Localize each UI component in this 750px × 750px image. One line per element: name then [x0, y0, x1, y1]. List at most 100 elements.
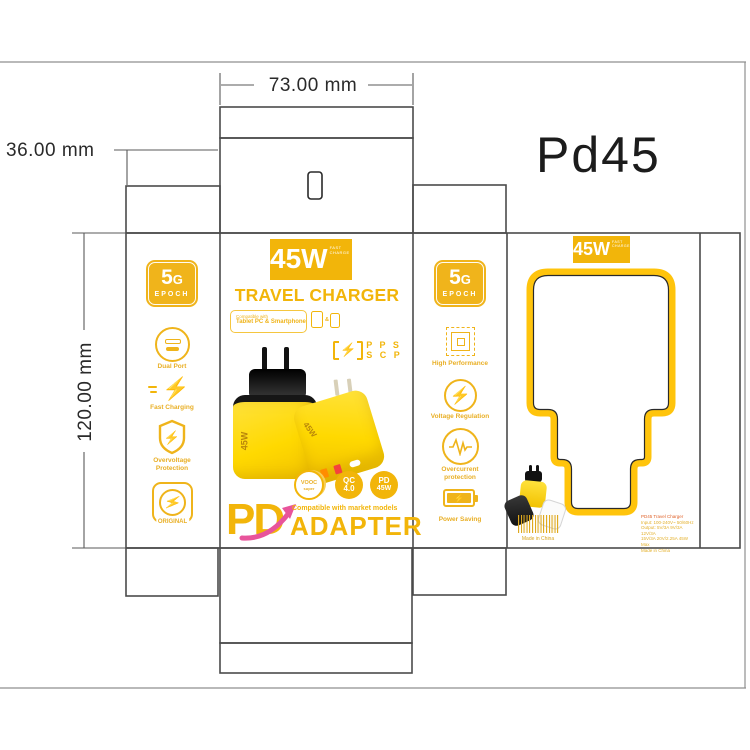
feature-label-original: ORIGINAL: [155, 519, 190, 525]
pink-swoosh-arrow: [239, 504, 296, 541]
badge-pd45-line2: 45W: [376, 485, 392, 493]
protocol-line1: P P S: [366, 340, 402, 350]
original-badge-circle: ⚡: [159, 489, 186, 516]
bolt-icon: ⚡: [449, 385, 472, 405]
model-title: Pd45: [536, 127, 661, 183]
dual-port-icon: [155, 327, 190, 362]
badge-pd45: PD 45W: [370, 471, 398, 499]
badge-vooc-line1: VOOC: [300, 479, 318, 486]
feature-label-line: Protection: [155, 464, 189, 472]
power-saving-battery-icon: ⚡: [443, 489, 478, 507]
feature-label-high-performance: High Performance: [432, 360, 488, 367]
feature-label-dual-port: Dual Port: [157, 363, 187, 370]
brand-tagline: Compatible with market models: [292, 505, 398, 512]
feature-label-line: Overvoltage: [153, 457, 191, 464]
badge-5g-word: EPOCH: [154, 291, 190, 298]
badge-qc: QC 4.0: [335, 471, 363, 499]
chip-core: [456, 337, 465, 346]
overvoltage-shield-icon: ⚡: [157, 419, 187, 455]
back-wattage-value: 45W: [573, 239, 611, 259]
feature-label-voltage-regulation: Voltage Regulation: [430, 413, 490, 420]
voltage-regulation-icon: ⚡: [444, 379, 477, 412]
badge-5g-digit: 5: [449, 266, 461, 289]
feature-label-overvoltage: Overvoltage Protection: [130, 457, 214, 472]
mini-plug-body: [525, 471, 542, 482]
chip-mid: [451, 332, 470, 351]
ampersand-label: &: [325, 317, 329, 323]
compatibility-line1: Compatible with: [236, 313, 269, 319]
pps-scp-logo: ⚡ P P S S C P: [333, 340, 402, 360]
hang-hole: [307, 171, 323, 200]
fine-print-block: PD45 Travel Charger Input: 100-240V~ 50/…: [641, 514, 697, 553]
front-wattage-note: FAST CHARGE: [329, 245, 350, 255]
barcode: [518, 515, 559, 533]
fine-print-line: 15V/3A 20V/2.25A 45W Max: [641, 536, 689, 547]
feature-label-fast-charging: Fast Charging: [150, 404, 194, 411]
battery-nub: [474, 495, 478, 502]
usb-port-slot: [164, 338, 181, 344]
eu-plug-pin: [284, 347, 289, 371]
badge-5g-word: EPOCH: [442, 291, 478, 298]
badge-vooc: VOOC super: [294, 470, 324, 500]
feature-label-power-saving: Power Saving: [438, 516, 482, 523]
fine-print-line: Input: 100-240V~ 50/60Hz: [641, 519, 694, 525]
dimension-height-label: 120.00 mm: [75, 342, 96, 442]
front-title: TRAVEL CHARGER: [234, 285, 400, 305]
overcurrent-waveform-icon: [442, 428, 479, 465]
dimension-depth-label: 36.00 mm: [6, 140, 95, 161]
badge-5g-epoch-left: 5G EPOCH: [146, 260, 198, 307]
bracket-right: [357, 340, 364, 360]
brand-pd: PD: [226, 495, 285, 544]
fine-print-line: Made in China: [641, 547, 671, 553]
usb-port-slot: [166, 346, 179, 351]
smartphone-icon: [330, 313, 340, 328]
eu-plug-body: [249, 369, 306, 399]
mini-plug-pin: [536, 465, 539, 472]
badge-qc-line1: QC: [343, 475, 355, 485]
badge-5g-epoch-right: 5G EPOCH: [434, 260, 486, 307]
front-wattage-value: 45W: [270, 243, 328, 274]
charger-wattage-print: 45W: [301, 420, 319, 440]
eu-plug-pin: [262, 347, 267, 371]
dimension-width-label: 73.00 mm: [268, 75, 358, 96]
fast-charging-icon: ⚡: [148, 376, 196, 404]
compatibility-box: Compatible with Tablet PC & Smartphone: [230, 310, 307, 333]
badge-5g-letter: G: [172, 272, 183, 287]
feature-label-line: protection: [444, 473, 476, 481]
back-wattage-note: FAST CHARGE: [612, 240, 630, 248]
usb-port-white: [348, 459, 362, 469]
bolt-icon: ⚡: [454, 493, 464, 503]
dimension-lines: [72, 73, 414, 549]
badge-5g-digit: 5: [161, 266, 173, 289]
fine-print-line: Output: 5V/3A 9V/3A 12V/3A: [641, 525, 683, 536]
speed-line: [150, 391, 157, 393]
charger-cutout-window: [526, 268, 676, 516]
feature-label-overcurrent: Overcurrent protection: [418, 466, 502, 481]
badge-5g-letter: G: [460, 272, 471, 287]
feature-label-line: Overcurrent: [441, 466, 479, 473]
charger-wattage-print: 45W: [239, 431, 250, 451]
chip-icon: [446, 327, 475, 356]
bolt-icon: ⚡: [162, 376, 190, 401]
protocol-line2: S C P: [366, 350, 403, 360]
made-in-label: Made in China: [521, 536, 555, 542]
bolt-icon: ⚡: [161, 491, 184, 513]
badge-qc-line2: 4.0: [343, 484, 355, 493]
bolt-icon: ⚡: [340, 342, 357, 357]
bracket-left: [333, 340, 339, 360]
tablet-icon: [311, 311, 323, 328]
speed-line: [148, 386, 157, 388]
back-wattage-badge: 45W FAST CHARGE: [573, 236, 630, 263]
badge-pd45-line1: PD: [378, 475, 390, 485]
mini-plug-pin: [529, 465, 532, 472]
battery-fill: ⚡: [447, 493, 471, 503]
fine-print-line: PD45 Travel Charger: [641, 514, 684, 519]
canvas-border: [0, 61, 746, 689]
original-badge: ⚡ ORIGINAL: [152, 482, 193, 525]
brand-adapter: ADAPTER: [290, 511, 423, 541]
front-wattage-badge: 45W FAST CHARGE: [270, 239, 352, 280]
badge-vooc-line2: super: [303, 485, 315, 491]
fold-cut-lines: [125, 106, 741, 674]
